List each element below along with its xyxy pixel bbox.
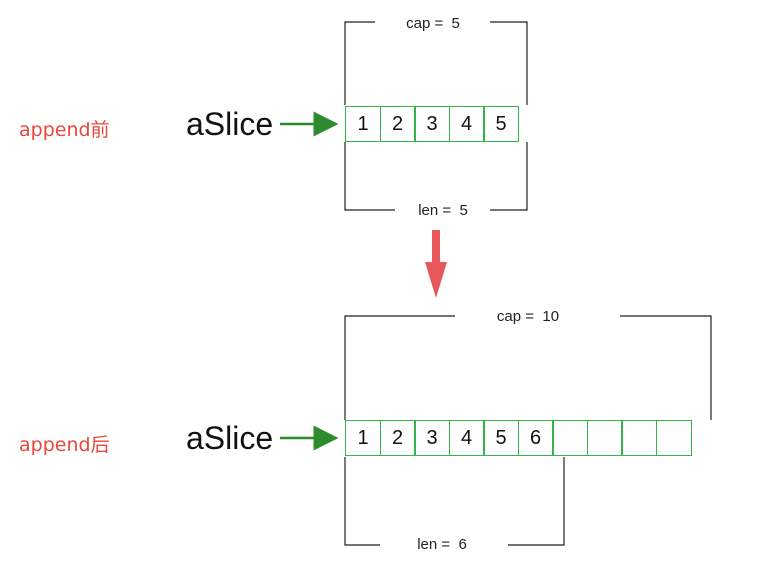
after-len-bracket bbox=[344, 457, 565, 546]
after-cap-bracket bbox=[344, 315, 712, 420]
after-cell-6 bbox=[552, 420, 588, 456]
before-len-bracket bbox=[344, 142, 528, 211]
before-var-name: aSlice bbox=[186, 106, 274, 142]
after-stage-label: append后 bbox=[19, 434, 110, 456]
after-cell-0: 1 bbox=[345, 420, 381, 456]
before-cell-1: 2 bbox=[379, 106, 416, 142]
before-cap-bracket bbox=[344, 21, 528, 105]
after-cell-9 bbox=[655, 420, 692, 456]
after-len-label: len = 6 bbox=[417, 536, 467, 553]
after-cell-1: 2 bbox=[379, 420, 416, 456]
before-cell-4: 5 bbox=[483, 106, 519, 142]
after-cell-2: 3 bbox=[414, 420, 450, 456]
after-var-name: aSlice bbox=[186, 420, 274, 456]
before-cap-label: cap = 5 bbox=[406, 15, 460, 32]
after-cell-8 bbox=[621, 420, 657, 456]
after-cell-7 bbox=[586, 420, 623, 456]
after-cap-label: cap = 10 bbox=[496, 308, 560, 325]
transition-arrow bbox=[425, 230, 447, 298]
before-cell-2: 3 bbox=[414, 106, 450, 142]
before-cell-3: 4 bbox=[448, 106, 485, 142]
before-stage-label: append前 bbox=[19, 119, 110, 141]
after-cell-3: 4 bbox=[448, 420, 485, 456]
after-cell-4: 5 bbox=[483, 420, 519, 456]
before-len-label: len = 5 bbox=[418, 202, 468, 219]
before-cell-0: 1 bbox=[345, 106, 381, 142]
after-cell-5: 6 bbox=[517, 420, 554, 456]
